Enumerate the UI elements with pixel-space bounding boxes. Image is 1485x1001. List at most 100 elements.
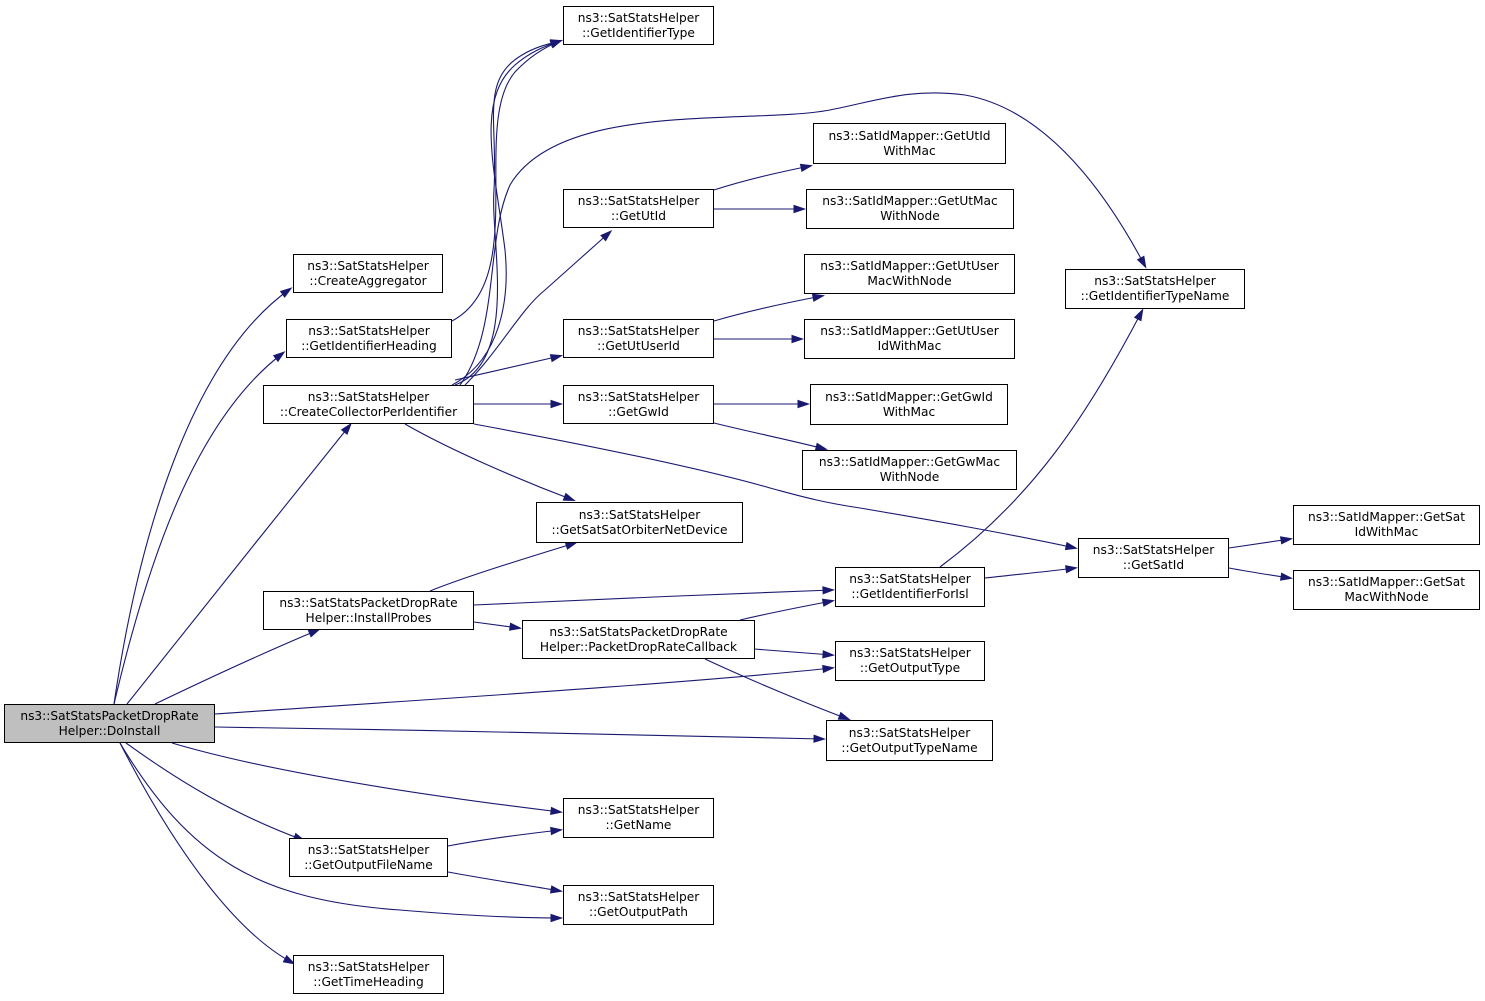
arrowhead-installprobes-packetdropratecallback <box>509 622 523 631</box>
node-getutmacwithnode[interactable]: ns3::SatIdMapper::GetUtMac WithNode <box>806 189 1014 229</box>
node-label-line1: ns3::SatStatsHelper <box>849 646 971 660</box>
node-label-line2: ::GetSatId <box>1122 558 1185 572</box>
edge-installprobes-getsatsatorbiternetdevice <box>429 542 576 592</box>
edge-getoutputfilename-getoutputpath <box>447 871 561 892</box>
node-getidentifiertypename[interactable]: ns3::SatStatsHelper ::GetIdentifierTypeN… <box>1065 269 1245 309</box>
node-getutidwithmac[interactable]: ns3::SatIdMapper::GetUtId WithMac <box>813 123 1006 164</box>
arrowhead-getgwid-getgwidwithmac <box>797 399 811 409</box>
node-label-line2: ::GetOutputTypeName <box>841 740 978 755</box>
edge-createcollectorperidentifier-getsatid <box>473 423 1076 549</box>
edge-doinstall-getname <box>171 742 561 813</box>
node-getutuseridwithmac[interactable]: ns3::SatIdMapper::GetUtUser IdWithMac <box>804 319 1015 359</box>
arrowhead-getgwid-getgwmacwithnode <box>814 442 828 451</box>
node-installprobes[interactable]: ns3::SatStatsPacketDropRate Helper::Inst… <box>263 591 474 630</box>
node-getidentifierheading[interactable]: ns3::SatStatsHelper ::GetIdentifierHeadi… <box>286 319 452 358</box>
node-label-line2: MacWithNode <box>867 274 952 288</box>
arrowhead-doinstall-installprobes <box>307 628 321 638</box>
node-getgwidwithmac[interactable]: ns3::SatIdMapper::GetGwId WithMac <box>810 384 1008 425</box>
node-label-line1: ns3::SatStatsHelper <box>1092 543 1215 557</box>
node-label-line1: ns3::SatStatsHelper <box>848 725 971 740</box>
node-label-line1: ns3::SatStatsPacketDropRate <box>549 624 728 639</box>
node-createcollectorperidentifier[interactable]: ns3::SatStatsHelper ::CreateCollectorPer… <box>263 385 474 424</box>
node-label-line2: ::GetOutputFileName <box>304 857 433 872</box>
node-label-line2: ::GetOutputType <box>859 661 961 675</box>
node-label-line1: ns3::SatStatsHelper <box>307 258 429 273</box>
node-gettimeheading[interactable]: ns3::SatStatsHelper ::GetTimeHeading <box>293 955 444 994</box>
node-label-line2: ::CreateAggregator <box>309 273 427 288</box>
node-getgwmacwithnode[interactable]: ns3::SatIdMapper::GetGwMac WithNode <box>802 450 1017 490</box>
node-getutuserid[interactable]: ns3::SatStatsHelper ::GetUtUserId <box>563 319 714 358</box>
arrowhead-getidentifierforisl-getsatid <box>1065 565 1079 574</box>
arrowhead-getoutputfilename-getname <box>550 826 564 836</box>
node-label-line2: ::GetName <box>605 818 672 832</box>
arrowhead-packetdropratecallback-getidentifierforisl <box>821 598 836 607</box>
node-label-line1: ns3::SatStatsHelper <box>1094 274 1216 288</box>
node-getutusermacwithnode[interactable]: ns3::SatIdMapper::GetUtUser MacWithNode <box>804 254 1015 294</box>
node-getsatid[interactable]: ns3::SatStatsHelper ::GetSatId <box>1078 538 1229 578</box>
arrowhead-createcollectorperidentifier-getidentifiertype-2 <box>549 39 563 48</box>
call-edges <box>113 39 1294 965</box>
arrowhead-getutuserid-getutuseridwithmac <box>791 334 805 344</box>
arrowhead-createcollectorperidentifier-getutuserid <box>549 354 564 363</box>
node-label-line2: ::GetTimeHeading <box>313 974 424 989</box>
node-getoutputpath[interactable]: ns3::SatStatsHelper ::GetOutputPath <box>563 885 714 925</box>
node-getoutputtype[interactable]: ns3::SatStatsHelper ::GetOutputType <box>835 641 985 681</box>
arrowhead-doinstall-getidentifierheading <box>272 351 286 363</box>
arrowhead-getoutputfilename-getoutputpath <box>549 885 564 894</box>
node-label-line2: Helper::PacketDropRateCallback <box>539 639 738 654</box>
node-packetdropratecallback[interactable]: ns3::SatStatsPacketDropRate Helper::Pack… <box>522 620 755 659</box>
node-label-line1: ns3::SatStatsHelper <box>578 507 701 522</box>
node-getsatmacwithnode[interactable]: ns3::SatIdMapper::GetSat MacWithNode <box>1293 570 1480 610</box>
node-label-line2: WithMac <box>883 143 936 158</box>
node-label-line2: ::CreateCollectorPerIdentifier <box>279 404 458 419</box>
edge-doinstall-getoutputpath <box>119 742 561 919</box>
node-getidentifiertype[interactable]: ns3::SatStatsHelper ::GetIdentifierType <box>563 6 714 45</box>
node-label-line2: ::GetIdentifierForIsl <box>851 587 969 601</box>
node-label-line2: IdWithMac <box>877 339 942 353</box>
edge-doinstall-createaggregator <box>113 288 291 705</box>
node-getsatsatorbiternetdevice[interactable]: ns3::SatStatsHelper ::GetSatSatOrbiterNe… <box>536 502 743 543</box>
node-label-line1: ns3::SatStatsHelper <box>307 959 430 974</box>
node-label-line2: WithMac <box>882 404 936 419</box>
node-label-line1: ns3::SatStatsHelper <box>307 842 430 857</box>
node-label-line1: ns3::SatIdMapper::GetGwMac <box>818 455 1001 469</box>
node-getgwid[interactable]: ns3::SatStatsHelper ::GetGwId <box>563 385 714 424</box>
node-getoutputfilename[interactable]: ns3::SatStatsHelper ::GetOutputFileName <box>289 838 448 877</box>
edge-doinstall-createcollectorperidentifier <box>126 424 351 705</box>
node-label-line1: ns3::SatStatsHelper <box>577 890 700 904</box>
node-label-line2: WithNode <box>880 209 940 223</box>
arrowhead-getsatid-getsatidwithmac <box>1279 536 1294 545</box>
edge-getutid-getutidwithmac <box>713 165 811 191</box>
edge-doinstall-getoutputtypename <box>214 726 824 740</box>
node-getsatidwithmac[interactable]: ns3::SatIdMapper::GetSat IdWithMac <box>1293 505 1480 545</box>
arrowhead-getutuserid-getutusermacwithnode <box>811 293 826 302</box>
node-label-line1: ns3::SatStatsHelper <box>308 323 430 338</box>
edge-getoutputfilename-getname <box>447 829 561 847</box>
arrowhead-installprobes-getidentifierforisl <box>822 586 836 595</box>
node-label-line2: ::GetSatSatOrbiterNetDevice <box>551 522 728 537</box>
arrowhead-createcollectorperidentifier-getidentifiertypename <box>1136 255 1147 269</box>
edge-getgwid-getgwmacwithnode <box>713 422 826 450</box>
node-getutid[interactable]: ns3::SatStatsHelper ::GetUtId <box>563 189 714 228</box>
node-getidentifierforisl[interactable]: ns3::SatStatsHelper ::GetIdentifierForIs… <box>835 567 985 607</box>
node-label-line2: ::GetIdentifierType <box>582 25 695 40</box>
node-label-line1: ns3::SatStatsHelper <box>577 193 700 208</box>
node-label-line2: Helper::InstallProbes <box>305 610 432 625</box>
edge-getutuserid-getutusermacwithnode <box>713 295 823 322</box>
node-label-line1: ns3::SatIdMapper::GetUtId <box>828 128 991 143</box>
edge-getidentifierforisl-getidentifiertypename <box>939 310 1143 568</box>
node-createaggregator[interactable]: ns3::SatStatsHelper ::CreateAggregator <box>293 254 443 293</box>
edge-getidentifierforisl-getsatid <box>984 567 1076 579</box>
edge-packetdropratecallback-getoutputtype <box>753 648 833 656</box>
edge-createcollectorperidentifier-getsatsatorbiternetdevice <box>404 423 574 501</box>
arrowhead-getidentifierforisl-getidentifiertypename <box>1133 308 1144 322</box>
edge-createcollectorperidentifier-getutuserid <box>454 355 561 381</box>
node-label-line1: ns3::SatStatsHelper <box>577 323 700 338</box>
node-getname[interactable]: ns3::SatStatsHelper ::GetName <box>563 798 714 838</box>
node-getoutputtypename[interactable]: ns3::SatStatsHelper ::GetOutputTypeName <box>826 720 993 761</box>
node-label-line1: ns3::SatIdMapper::GetSat <box>1307 575 1466 589</box>
edge-getidentifierheading-getidentifiertype <box>451 40 561 322</box>
node-label-line1: ns3::SatStatsHelper <box>307 389 430 404</box>
node-label-line1: ns3::SatStatsHelper <box>577 389 700 404</box>
